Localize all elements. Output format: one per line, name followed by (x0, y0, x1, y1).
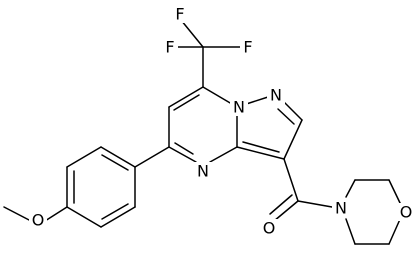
atom-n-pyrimidine-label: N (197, 162, 209, 181)
bond-ar-2-3 (66, 146, 102, 168)
bond-c3-c3a-inner (242, 141, 280, 153)
atom-f1-label: F (175, 5, 184, 24)
bond-c3-carbonyl (283, 158, 299, 202)
atom-n-morpholine: N (332, 199, 350, 218)
bond-ar-4-5 (66, 206, 102, 228)
atom-o-morpholine: O (397, 203, 415, 222)
atom-o-methoxy: O (29, 211, 47, 230)
atom-f2-label: F (165, 38, 174, 57)
bond-c7-c6 (168, 86, 204, 108)
atom-f3: F (240, 38, 256, 57)
atom-o-methoxy-bg (29, 211, 47, 229)
bond-c2-c3 (283, 119, 303, 160)
bond-ar-1-2-inner (101, 154, 129, 171)
atom-n-pyrazole-label: N (270, 86, 282, 105)
atom-o-morpholine-label: O (400, 203, 413, 222)
bond-ar-5-6 (100, 206, 136, 228)
atom-o-carbonyl: O (260, 219, 278, 238)
atom-f1-bg (172, 5, 188, 23)
bond-ar-1-2 (100, 146, 136, 168)
atom-f3-label: F (243, 38, 252, 57)
atom-n-bridgehead-label: N (233, 98, 245, 117)
atom-n-bridgehead-bg (230, 98, 248, 116)
bond-morph-c4-n (345, 218, 356, 245)
atom-o-carbonyl-label: O (263, 219, 276, 238)
atom-n-morpholine-bg (332, 199, 350, 217)
atom-f3-bg (240, 38, 256, 56)
atom-o-carbonyl-bg (260, 219, 278, 237)
bond-n1-c2-inner (277, 108, 295, 125)
atom-n-bridgehead: N (230, 98, 248, 117)
atom-o-morpholine-bg (397, 203, 415, 221)
bond-carbonyl-o (273, 200, 299, 222)
bond-carbonyl-o-inner (269, 194, 293, 215)
bond-c5-n4-inner (174, 142, 194, 155)
bond-n1-c2 (281, 99, 303, 121)
bond-c5-aryl (134, 146, 170, 168)
atom-n-pyrimidine-bg (194, 162, 212, 180)
bond-morph-n-c1 (345, 179, 356, 198)
atom-n-pyrazole-bg (267, 86, 285, 104)
atom-n-pyrazole: N (267, 86, 285, 105)
bond-carbonyl-n (297, 200, 333, 208)
bond-morph-c2-o (388, 179, 402, 206)
bond-c5-n4 (168, 146, 197, 163)
atom-f1: F (172, 5, 188, 24)
atom-layer: F F F N N N N O (29, 5, 415, 238)
bond-ar-5-6-inner (101, 203, 129, 220)
atom-o-methoxy-label: O (32, 211, 45, 230)
atom-n-pyrimidine: N (194, 162, 212, 181)
bond-morph-o-c3 (388, 216, 402, 245)
bond-o-ch3 (3, 206, 32, 222)
atom-f2-bg (162, 38, 178, 56)
atom-f2: F (162, 38, 178, 57)
bond-c3-c3a (236, 146, 285, 160)
bond-c7-c6-inner (173, 94, 200, 111)
atom-n-morpholine-label: N (335, 199, 347, 218)
bond-n4-c3a (209, 146, 238, 163)
bond-ar-o (44, 206, 68, 222)
bond-cf3-f1 (180, 19, 204, 48)
